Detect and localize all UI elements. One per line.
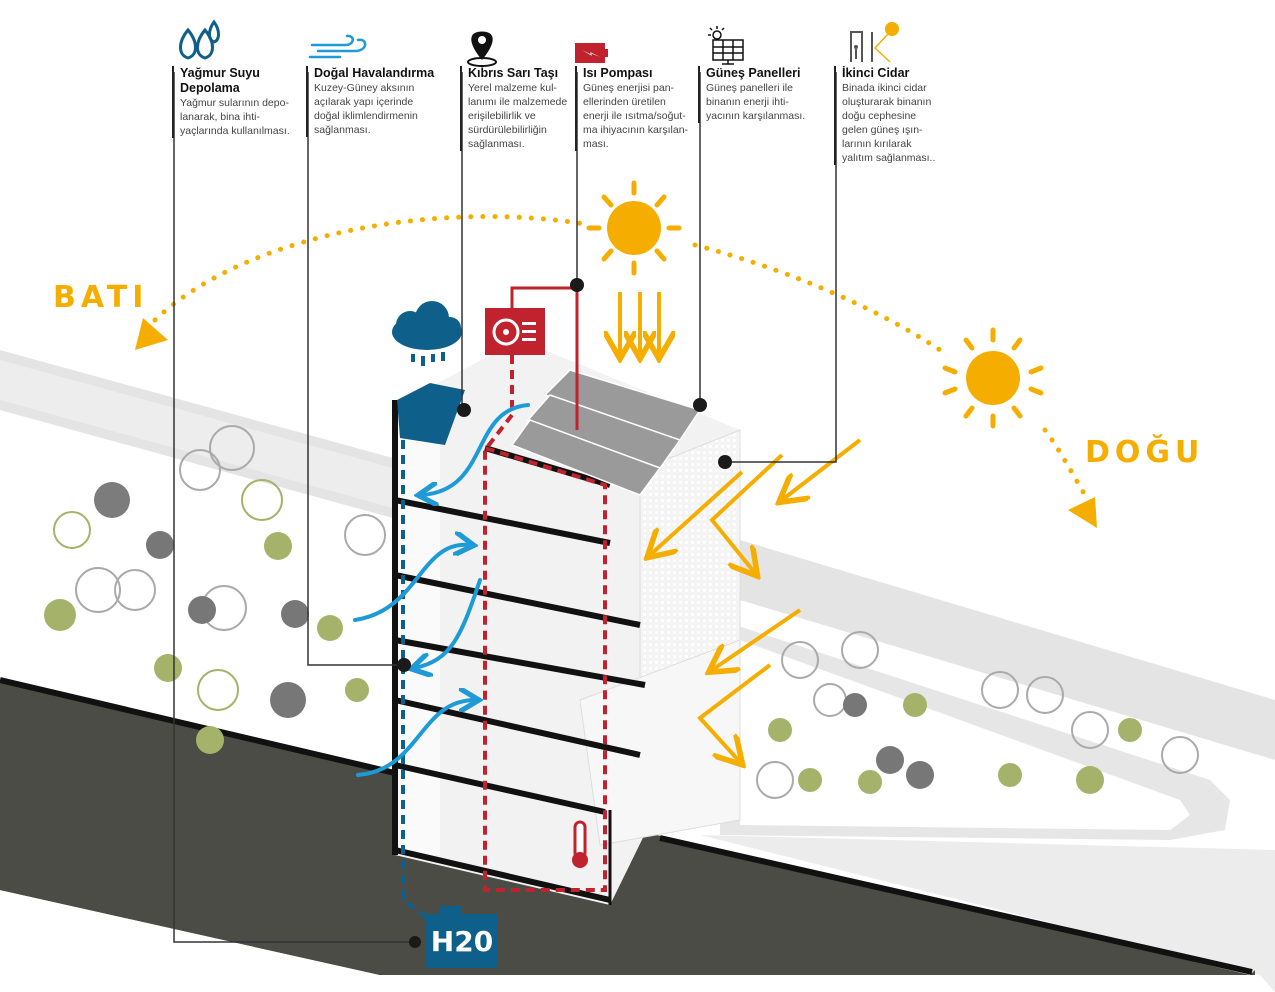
callout-desc: Binada ikinci cidar oluşturarak binanın … — [842, 82, 936, 164]
callout-desc: Güneş panelleri ile binanın enerji ihti-… — [706, 82, 806, 122]
building — [392, 340, 741, 905]
rainwater-tank — [397, 383, 465, 445]
leader-lines — [173, 72, 837, 943]
location-pin-icon — [467, 31, 497, 67]
trees-west — [44, 425, 386, 754]
solar-array — [510, 369, 702, 496]
solar-panel-icon — [708, 26, 744, 65]
compass-east-label: DOĞU — [1085, 435, 1205, 470]
sun-rays-down — [620, 292, 659, 355]
callout-title: Güneş Panelleri — [706, 66, 801, 80]
water-drops-icon — [179, 19, 220, 60]
rain-cloud-icon — [392, 301, 462, 366]
callout-solar: Güneş Panelleri Güneş panelleri ile bina… — [698, 66, 834, 123]
trees-east — [756, 631, 1199, 799]
compass-west-label: BATI — [53, 280, 149, 315]
callout-heatpump: Isı Pompası Güneş enerjisi pan- ellerind… — [575, 66, 711, 151]
sun-icon-east — [942, 327, 1044, 429]
callout-title: Isı Pompası — [583, 66, 653, 80]
leader-dots — [397, 278, 732, 948]
arrowhead-east — [1068, 497, 1097, 528]
callout-desc: Yağmur sularının depo- lanarak, bina iht… — [180, 97, 290, 137]
heat-pump-unit — [485, 286, 579, 430]
thermometer-icon — [572, 820, 588, 868]
callout-title: İkinci Cidar — [842, 66, 910, 80]
callout-desc: Yerel malzeme kul- lanımı ile malzemede … — [468, 82, 568, 150]
water-tank-label: H20 — [426, 914, 498, 968]
callout-title: Yağmur Suyu Depolama — [180, 66, 260, 95]
callout-desc: Kuzey-Güney aksının açılarak yapı içerin… — [314, 82, 418, 136]
wind-icon — [308, 34, 367, 59]
ventilation-arrows — [353, 403, 530, 777]
heat-loop — [483, 355, 607, 892]
sun-path — [152, 214, 1088, 498]
callout-stone: Kıbrıs Sarı Taşı Yerel malzeme kul- lanı… — [460, 66, 596, 151]
double-facade-icon — [850, 22, 899, 63]
battery-bolt-icon — [575, 43, 608, 63]
callout-title: Kıbrıs Sarı Taşı — [468, 66, 559, 80]
arrowhead-west — [135, 318, 168, 350]
road-west — [0, 350, 400, 520]
callout-title: Doğal Havalandırma — [314, 66, 435, 80]
facade-rays — [650, 438, 862, 762]
callout-desc: Güneş enerjisi pan- ellerinden üretilen … — [583, 82, 689, 150]
sun-icon-top — [586, 180, 682, 276]
callout-rainwater: Yağmur Suyu Depolama Yağmur sularının de… — [172, 66, 308, 138]
callout-facade: İkinci Cidar Binada ikinci cidar oluştur… — [834, 66, 970, 165]
callout-ventilation: Doğal Havalandırma Kuzey-Güney aksının a… — [306, 66, 442, 137]
